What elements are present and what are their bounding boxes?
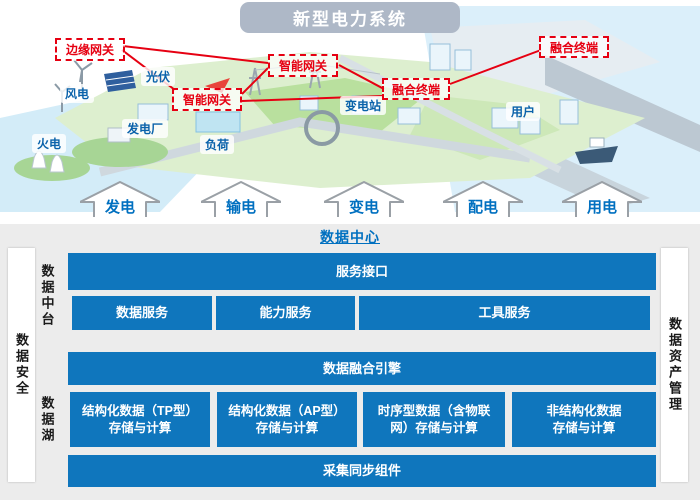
data-fusion-engine-bar: 数据融合引擎 bbox=[68, 352, 656, 385]
scene-label-thermal-power: 火电 bbox=[32, 134, 67, 153]
flow-arrow-label: 输电 bbox=[225, 199, 256, 216]
collection-sync-bar: 采集同步组件 bbox=[68, 455, 656, 487]
up-arrow-icon bbox=[201, 181, 281, 217]
up-arrow-icon bbox=[80, 181, 160, 217]
flow-arrow-label: 变电 bbox=[348, 199, 379, 216]
data-lake-section-label: 数据湖 bbox=[39, 396, 55, 444]
up-arrow-icon bbox=[324, 181, 404, 217]
data-asset-strip: 数据资产管理 bbox=[661, 248, 688, 482]
flow-arrow-distribution: 配电 bbox=[443, 180, 523, 218]
data-service-box: 数据服务 bbox=[72, 296, 212, 330]
tool-service-box: 工具服务 bbox=[359, 296, 650, 330]
gateway-box-smart-1: 智能网关 bbox=[268, 54, 338, 77]
up-arrow-icon bbox=[443, 181, 523, 217]
data-center-title: 数据中心 bbox=[320, 229, 380, 245]
middle-platform-section-label: 数据中台 bbox=[39, 264, 55, 328]
data-center-panel: 数据中心 数据安全 数据资产管理 数据中台 数据湖 服务接口 数据服务 能力服务… bbox=[0, 224, 700, 500]
gateway-box-fusion-2: 融合终端 bbox=[539, 36, 609, 58]
scene-label-substation: 变电站 bbox=[340, 96, 387, 115]
page-title: 新型电力系统 bbox=[240, 2, 460, 33]
unstructured-storage-box: 非结构化数据 存储与计算 bbox=[512, 392, 656, 447]
scene-label-load: 负荷 bbox=[200, 135, 235, 154]
flow-arrow-label: 发电 bbox=[104, 199, 135, 216]
scene-label-wind-power: 风电 bbox=[60, 84, 95, 103]
flow-arrow-label: 用电 bbox=[586, 199, 617, 216]
data-asset-label: 数据资产管理 bbox=[667, 317, 682, 413]
structured-tp-storage-box: 结构化数据（TP型） 存储与计算 bbox=[70, 392, 210, 447]
structured-ap-storage-box: 结构化数据（AP型） 存储与计算 bbox=[217, 392, 357, 447]
up-arrow-icon bbox=[562, 181, 642, 217]
gateway-box-smart-2: 智能网关 bbox=[172, 88, 242, 111]
flow-arrow-consumption: 用电 bbox=[562, 180, 642, 218]
scene-label-photovoltaic: 光伏 bbox=[141, 67, 176, 86]
flow-arrow-label: 配电 bbox=[467, 199, 498, 216]
power-grid-scene: 新型电力系统 风电 光伏 火电 发电厂 负荷 变电站 用户 边缘网关 智能网关 … bbox=[0, 0, 700, 224]
timeseries-storage-box: 时序型数据（含物联 网）存储与计算 bbox=[363, 392, 505, 447]
scene-label-user: 用户 bbox=[506, 102, 541, 121]
flow-arrow-generation: 发电 bbox=[80, 180, 160, 218]
flow-arrow-transformation: 变电 bbox=[324, 180, 404, 218]
data-security-label: 数据安全 bbox=[14, 333, 29, 397]
capability-service-box: 能力服务 bbox=[216, 296, 355, 330]
service-interface-bar: 服务接口 bbox=[68, 253, 656, 290]
gateway-box-edge: 边缘网关 bbox=[55, 38, 125, 61]
gateway-box-fusion-1: 融合终端 bbox=[382, 78, 450, 100]
data-security-strip: 数据安全 bbox=[8, 248, 35, 482]
flow-arrow-transmission: 输电 bbox=[201, 180, 281, 218]
scene-label-power-plant: 发电厂 bbox=[122, 119, 169, 138]
